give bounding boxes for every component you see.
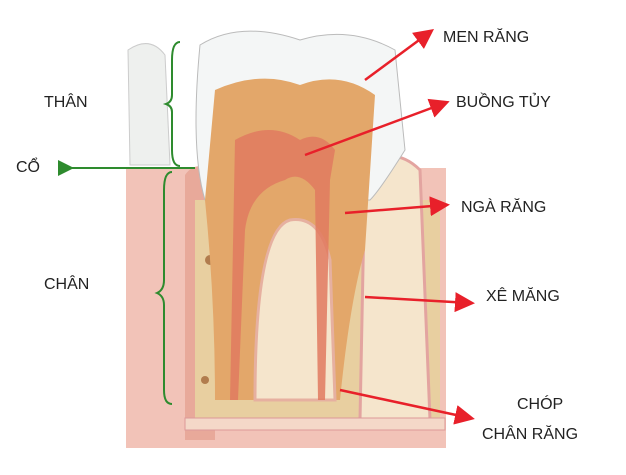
label-chan-rang: CHÂN RĂNG	[482, 426, 579, 443]
label-men-rang: MEN RĂNG	[443, 29, 530, 46]
pulp	[230, 130, 335, 400]
label-buong-tuy: BUỒNG TỦY	[456, 94, 551, 111]
crown-root-brackets	[58, 41, 195, 405]
label-than: THÂN	[44, 94, 88, 111]
label-co: CỔ	[16, 159, 40, 176]
label-arrows	[304, 29, 475, 425]
label-xe-mang: XÊ MĂNG	[486, 288, 560, 305]
label-chop: CHÓP	[517, 396, 564, 413]
label-nga-rang: NGÀ RĂNG	[461, 199, 547, 216]
adjacent-tooth	[127, 43, 171, 166]
label-chan: CHÂN	[44, 276, 90, 293]
